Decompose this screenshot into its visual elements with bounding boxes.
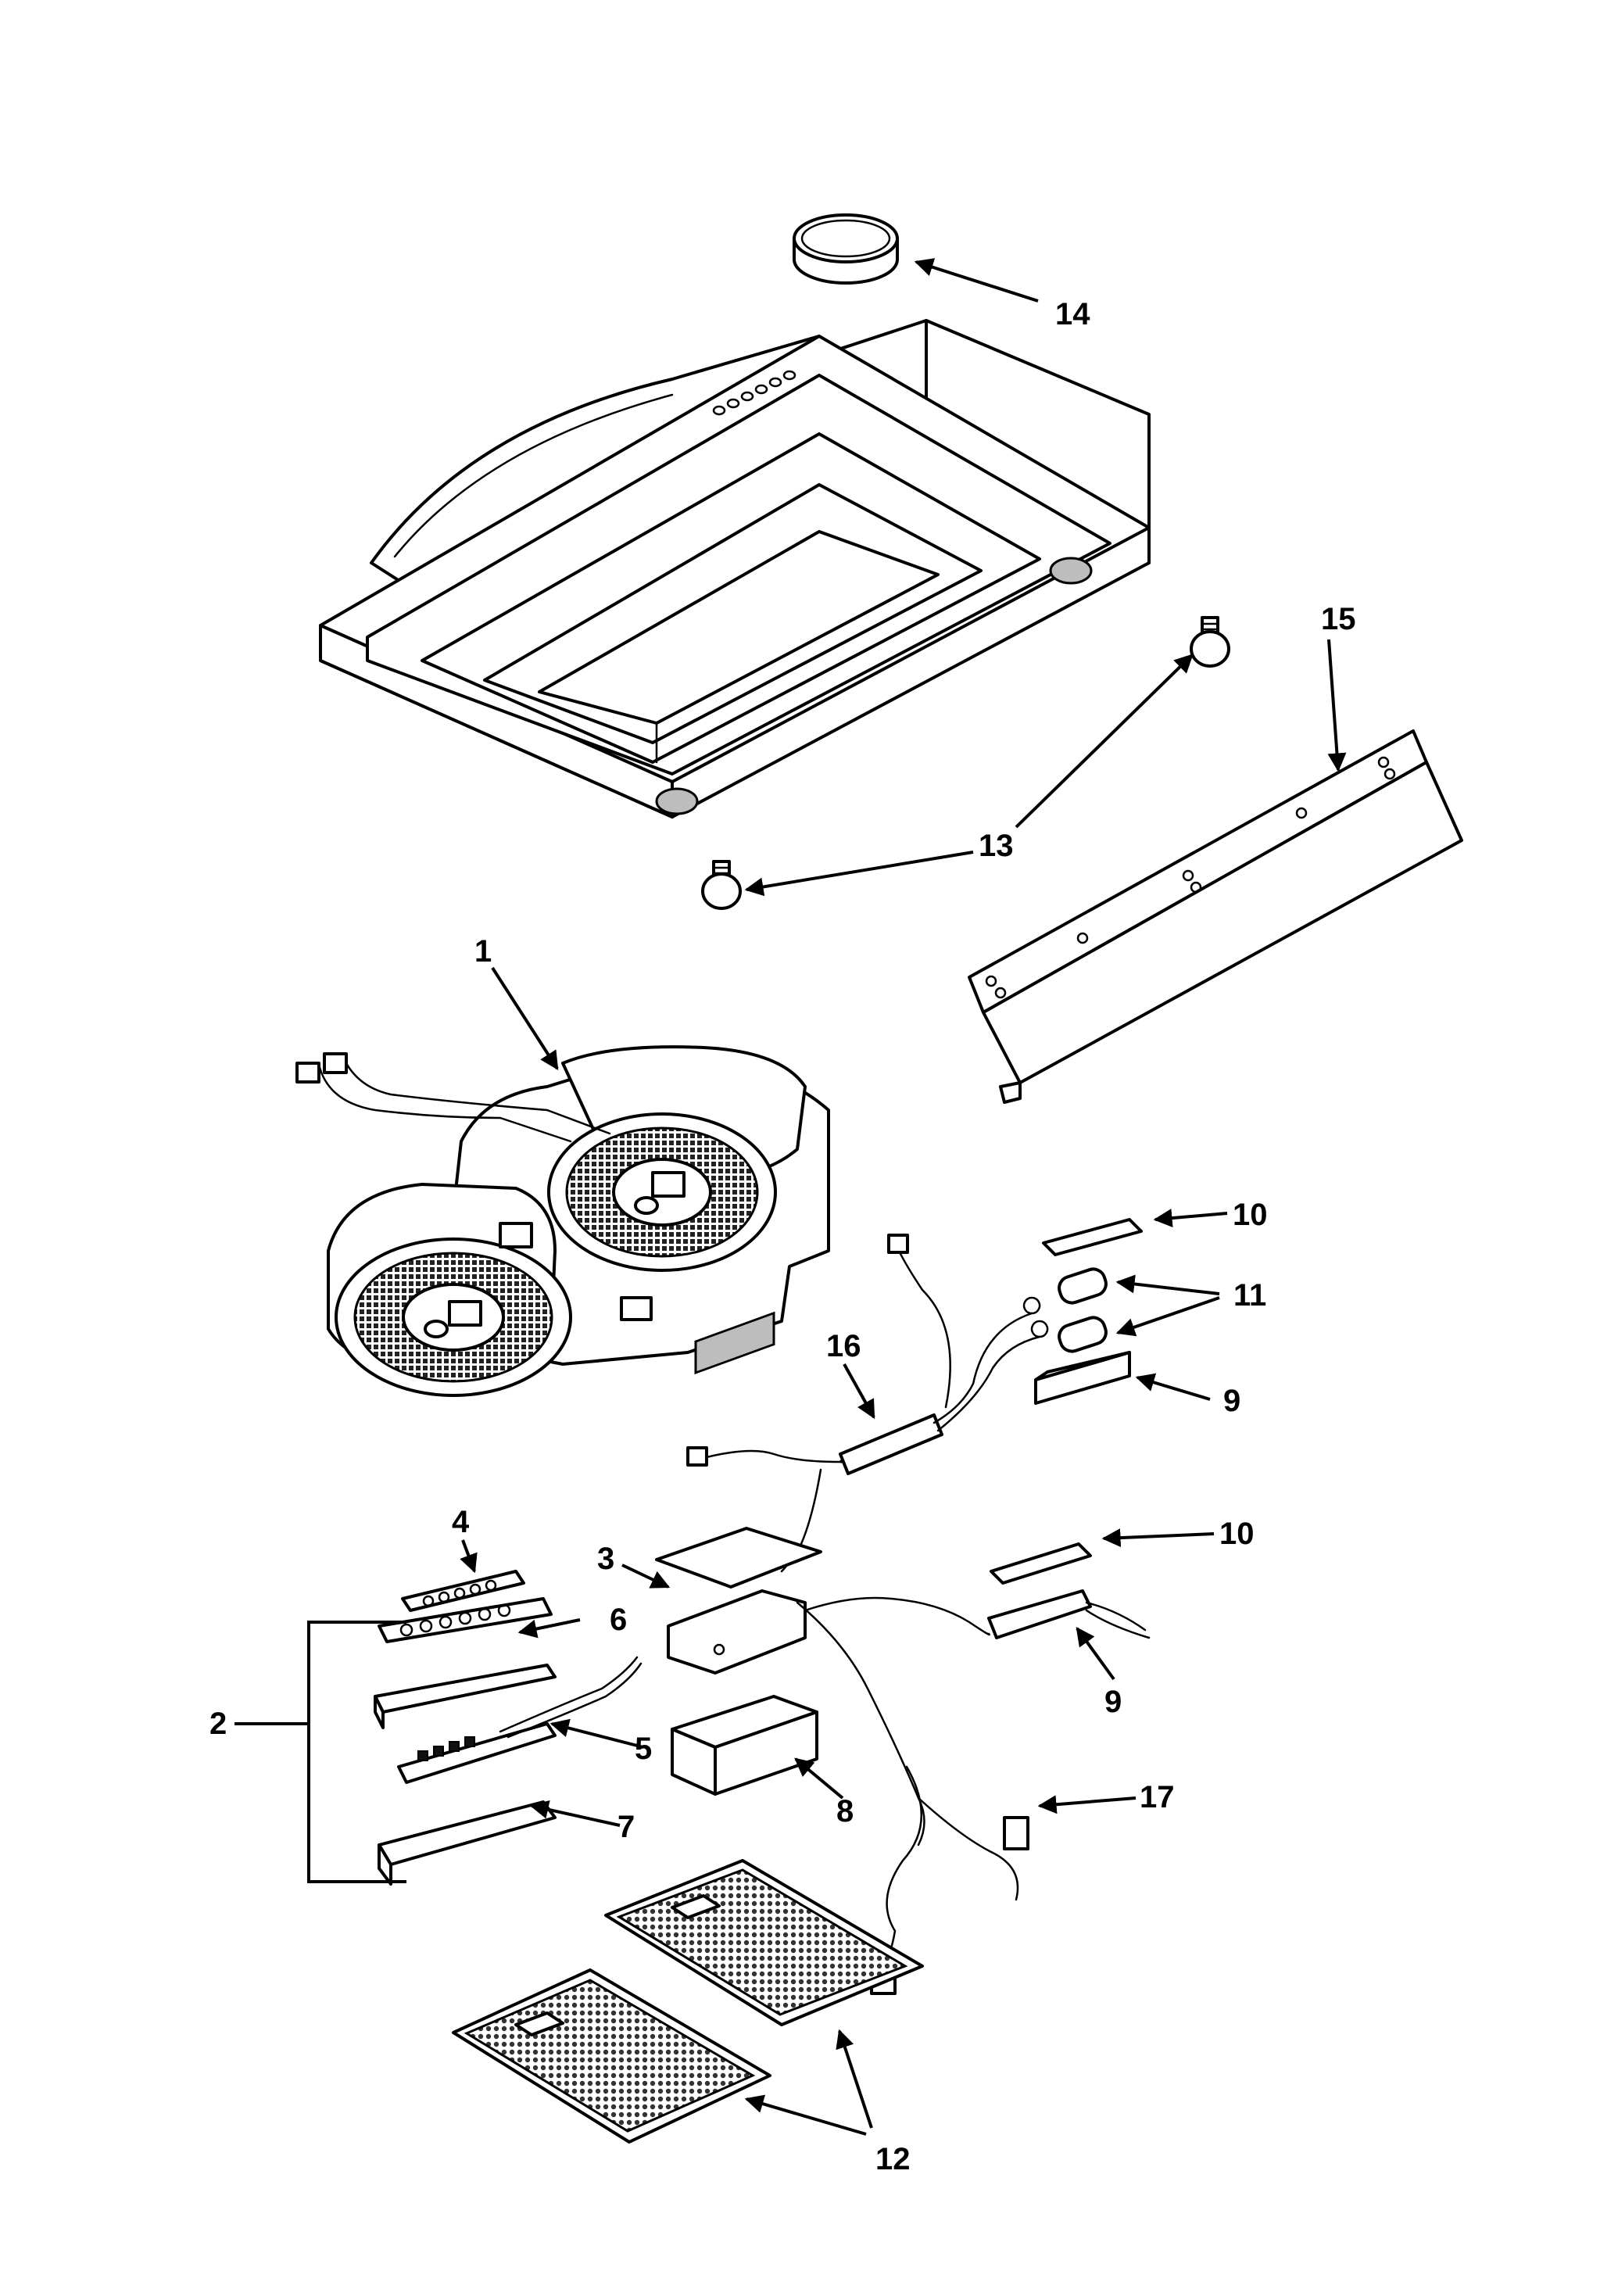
- blower-motor-assembly: [295, 1045, 830, 1397]
- group-bracket: [234, 1621, 406, 1883]
- callout-5: 5: [635, 1732, 652, 1766]
- light-housing-lower: [987, 1589, 1151, 1639]
- callout-3: 3: [597, 1542, 614, 1576]
- grease-filter-left: [452, 1968, 771, 2144]
- callout-7: 7: [617, 1810, 635, 1844]
- callout-6: 6: [610, 1603, 627, 1637]
- callout-1: 1: [474, 934, 492, 969]
- light-socket-pair: [1058, 1267, 1108, 1353]
- light-housing-upper: [1034, 1351, 1131, 1405]
- control-panel-housing: [374, 1664, 557, 1729]
- control-box: [671, 1695, 818, 1796]
- duct-collar-ring: [793, 213, 899, 285]
- callout-11: 11: [1233, 1278, 1266, 1313]
- callout-14: 14: [1055, 297, 1090, 331]
- callout-16: 16: [826, 1329, 861, 1363]
- lens-cover-lower: [990, 1542, 1092, 1585]
- control-faceplate: [401, 1570, 525, 1612]
- mounting-bracket-rail: [968, 729, 1463, 1104]
- callout-15: 15: [1321, 602, 1356, 636]
- callout-12: 12: [875, 2142, 911, 2176]
- control-channel: [378, 1800, 557, 1886]
- callout-8: 8: [836, 1794, 854, 1829]
- control-panel-bezel: [378, 1597, 553, 1643]
- callout-13: 13: [979, 829, 1014, 863]
- callout-2: 2: [209, 1707, 227, 1741]
- lens-cover-upper: [1042, 1218, 1143, 1256]
- halogen-bulb-right: [1190, 616, 1230, 668]
- callout-17: 17: [1140, 1780, 1175, 1814]
- wiring-harness-module: [686, 1234, 1049, 1573]
- callout-9-upper: 9: [1223, 1384, 1240, 1418]
- control-board: [655, 1311, 990, 1846]
- callout-10-lower: 10: [1219, 1517, 1255, 1551]
- callout-9-lower: 9: [1104, 1685, 1122, 1719]
- callout-4: 4: [452, 1505, 470, 1539]
- halogen-bulb-left: [701, 860, 742, 910]
- range-hood-body: [319, 319, 1151, 818]
- callout-10-upper: 10: [1233, 1198, 1268, 1232]
- grease-filter-right: [604, 1859, 924, 2026]
- leader-lines: [460, 258, 1347, 2136]
